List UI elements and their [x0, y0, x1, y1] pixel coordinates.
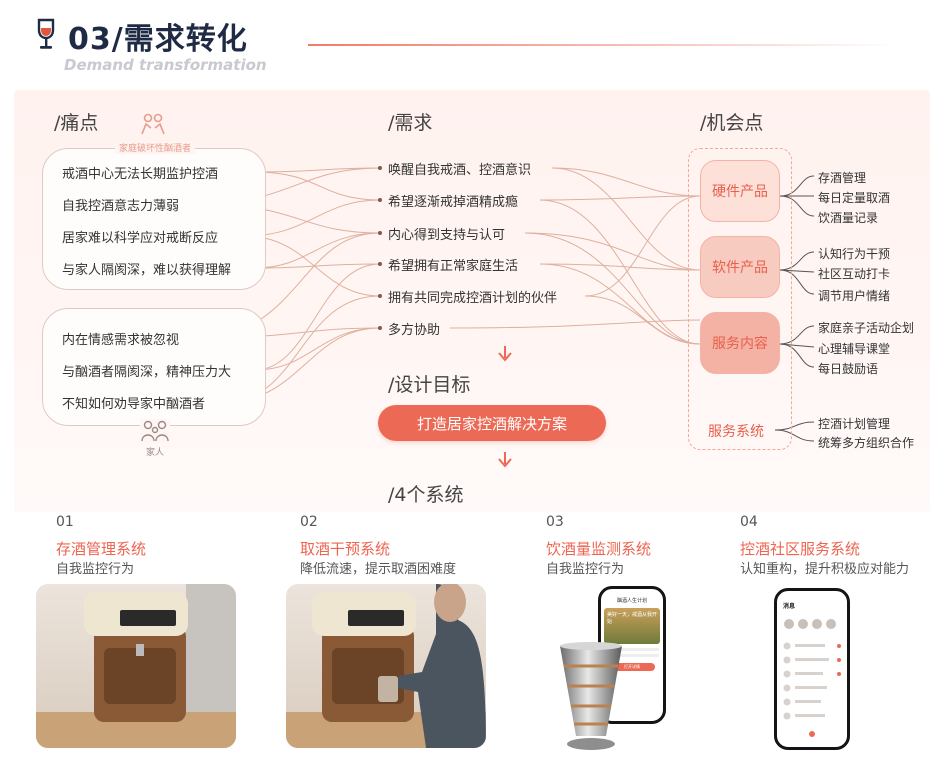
- system-desc: 认知重构，提升积极应对能力: [740, 562, 910, 577]
- person-couple-icon: [141, 113, 165, 135]
- need-item: 希望拥有正常家庭生活: [388, 259, 519, 274]
- pain-item: 自我控酒意志力薄弱: [62, 199, 180, 214]
- opportunity-item: 每日定量取酒: [818, 191, 891, 205]
- opportunity-card-hardware: 硬件产品: [700, 160, 780, 222]
- pain-group-family: [42, 308, 266, 426]
- system-number: 04: [740, 514, 758, 530]
- system-number: 02: [300, 514, 318, 530]
- down-arrow-icon: [498, 346, 512, 362]
- system-number: 03: [546, 514, 564, 530]
- pain-group-family-tag: 家人: [146, 448, 165, 458]
- needs-heading: /需求: [388, 112, 433, 134]
- phone-screen-title: 酗酒人生计划: [616, 598, 647, 604]
- system-desc: 自我监控行为: [56, 562, 135, 577]
- dispenser-photo-2: [286, 584, 486, 748]
- need-item: 拥有共同完成控酒计划的伙伴: [388, 291, 558, 306]
- opportunity-heading: /机会点: [700, 112, 764, 134]
- pain-group-drinker: [42, 148, 266, 290]
- pain-item: 与家人隔阂深，难以获得理解: [62, 263, 232, 278]
- dispenser-photo-1: [36, 584, 236, 748]
- system-number: 01: [56, 514, 74, 530]
- need-item: 内心得到支持与认可: [388, 228, 506, 243]
- pain-item: 不知如何劝导家中酗酒者: [62, 397, 206, 412]
- pain-group-drinker-tag: 家庭破坏性酗酒者: [115, 141, 196, 154]
- opportunity-item: 饮酒量记录: [818, 211, 879, 225]
- down-arrow-icon: [498, 452, 512, 468]
- opportunity-card-service: 服务内容: [700, 312, 780, 374]
- phone-screen-title: 消息: [783, 603, 796, 610]
- opportunity-item: 认知行为干预: [818, 247, 891, 261]
- opportunity-item: 统筹多方组织合作: [818, 436, 915, 450]
- phone-open-button[interactable]: 打开详情: [609, 663, 655, 671]
- opportunity-item: 社区互动打卡: [818, 267, 891, 281]
- system-desc: 自我监控行为: [546, 562, 625, 577]
- family-icon: [140, 419, 170, 443]
- phone-screen-community: 消息: [774, 588, 850, 750]
- opportunity-card-system: 服务系统: [708, 424, 764, 440]
- phone-banner: 美好一天，戒酒从我开始: [604, 608, 660, 644]
- opportunity-card-software: 软件产品: [700, 236, 780, 298]
- need-item: 希望逐渐戒掉酒精成瘾: [388, 195, 519, 210]
- opportunity-item: 控酒计划管理: [818, 417, 891, 431]
- wine-glass-icon: [37, 18, 55, 49]
- opportunity-item: 调节用户情绪: [818, 289, 891, 303]
- opportunity-dashed-frame: [688, 148, 792, 450]
- pain-item: 内在情感需求被忽视: [62, 333, 180, 348]
- message-list: [783, 619, 841, 737]
- opportunity-item: 心理辅导课堂: [818, 342, 891, 356]
- system-title: 取酒干预系统: [300, 540, 391, 558]
- pain-heading: /痛点: [54, 112, 99, 134]
- opportunity-item: 家庭亲子活动企划: [818, 321, 915, 335]
- pain-item: 戒酒中心无法长期监护控酒: [62, 167, 219, 182]
- system-desc: 降低流速，提示取酒困难度: [300, 562, 457, 577]
- page-title: 03/需求转化: [68, 22, 248, 57]
- pain-item: 居家难以科学应对戒断反应: [62, 231, 219, 246]
- system-title: 控酒社区服务系统: [740, 540, 861, 558]
- opportunity-item: 每日鼓励语: [818, 362, 879, 376]
- system-title: 存酒管理系统: [56, 540, 147, 558]
- system-title: 饮酒量监测系统: [546, 540, 652, 558]
- systems-heading: /4个系统: [388, 484, 464, 506]
- design-target-button[interactable]: 打造居家控酒解决方案: [378, 405, 606, 441]
- need-item: 多方协助: [388, 323, 441, 338]
- header-divider: [308, 44, 898, 46]
- opportunity-item: 存酒管理: [818, 171, 867, 185]
- need-item: 唤醒自我戒酒、控酒意识: [388, 163, 532, 178]
- design-heading: /设计目标: [388, 374, 471, 396]
- pain-item: 与酗酒者隔阂深，精神压力大: [62, 365, 232, 380]
- page-subtitle: Demand transformation: [64, 56, 267, 74]
- smart-cup-photo: [560, 642, 622, 750]
